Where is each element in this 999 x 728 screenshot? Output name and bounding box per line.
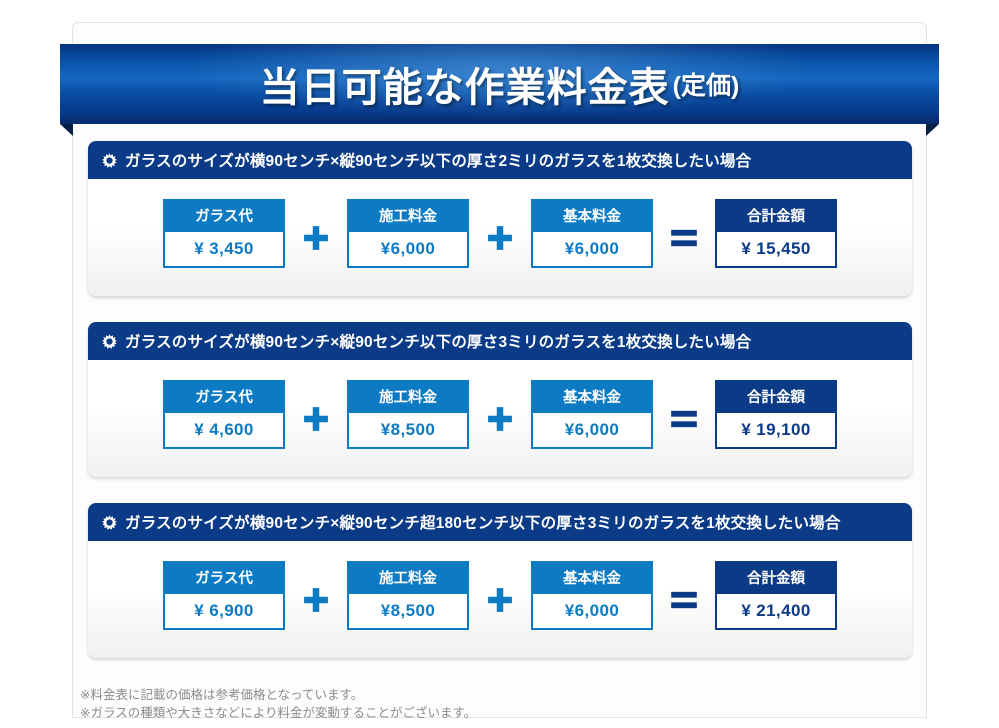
total-item: 合計金額 ¥ 19,100 — [715, 380, 837, 449]
price-item-value: ¥ 3,450 — [163, 232, 285, 268]
rate-card-header: ガラスのサイズが横90センチ×縦90センチ超180センチ以下の厚さ3ミリのガラス… — [88, 503, 912, 541]
plus-icon — [488, 406, 512, 431]
price-item: 基本料金 ¥6,000 — [531, 380, 653, 449]
price-item: ガラス代 ¥ 6,900 — [163, 561, 285, 630]
price-item-value: ¥ 6,900 — [163, 594, 285, 630]
sunburst-icon — [102, 152, 117, 168]
rate-card-heading: ガラスのサイズが横90センチ×縦90センチ以下の厚さ2ミリのガラスを1枚交換した… — [125, 153, 752, 170]
plus-icon — [304, 225, 328, 250]
price-item-value: ¥6,000 — [531, 413, 653, 449]
page-subtitle: (定価) — [672, 72, 740, 100]
ribbon-fold-right — [926, 124, 939, 136]
rate-card-header: ガラスのサイズが横90センチ×縦90センチ以下の厚さ3ミリのガラスを1枚交換した… — [88, 322, 912, 360]
price-item: 施工料金 ¥8,500 — [347, 561, 469, 630]
operator-plus — [285, 579, 347, 613]
price-item-label: 施工料金 — [347, 199, 469, 232]
price-item-label: 基本料金 — [531, 199, 653, 232]
banner-ribbon: 当日可能な作業料金表 (定価) — [60, 44, 939, 136]
sunburst-icon — [102, 514, 117, 530]
price-item-value: ¥8,500 — [347, 413, 469, 449]
price-item-label: ガラス代 — [163, 561, 285, 594]
equals-icon — [671, 591, 697, 608]
operator-equals — [653, 581, 715, 611]
total-item-label: 合計金額 — [715, 199, 837, 232]
price-item-value: ¥6,000 — [347, 232, 469, 268]
plus-icon — [304, 406, 328, 431]
plus-icon — [488, 587, 512, 612]
equals-icon — [671, 229, 697, 246]
operator-equals — [653, 400, 715, 430]
price-item-value: ¥8,500 — [347, 594, 469, 630]
total-item-value: ¥ 15,450 — [715, 232, 837, 268]
operator-plus — [469, 579, 531, 613]
price-item: 基本料金 ¥6,000 — [531, 561, 653, 630]
price-item-label: ガラス代 — [163, 199, 285, 232]
price-item-label: 施工料金 — [347, 380, 469, 413]
rate-card-heading: ガラスのサイズが横90センチ×縦90センチ超180センチ以下の厚さ3ミリのガラス… — [125, 515, 841, 532]
operator-plus — [285, 217, 347, 251]
plus-icon — [304, 587, 328, 612]
total-item-value: ¥ 19,100 — [715, 413, 837, 449]
price-item-value: ¥ 4,600 — [163, 413, 285, 449]
price-item: 施工料金 ¥6,000 — [347, 199, 469, 268]
price-item-label: ガラス代 — [163, 380, 285, 413]
rate-card-body: ガラス代 ¥ 4,600 施工料金 ¥8,500 — [88, 360, 912, 477]
operator-equals — [653, 219, 715, 249]
price-item-label: 施工料金 — [347, 561, 469, 594]
total-item-label: 合計金額 — [715, 561, 837, 594]
total-item-value: ¥ 21,400 — [715, 594, 837, 630]
price-item-value: ¥6,000 — [531, 232, 653, 268]
rate-card-list: ガラスのサイズが横90センチ×縦90センチ以下の厚さ2ミリのガラスを1枚交換した… — [88, 141, 912, 684]
total-item-label: 合計金額 — [715, 380, 837, 413]
operator-plus — [469, 217, 531, 251]
ribbon-fold-left — [60, 124, 73, 136]
rate-card-body: ガラス代 ¥ 3,450 施工料金 ¥6,000 — [88, 179, 912, 296]
rate-card: ガラスのサイズが横90センチ×縦90センチ以下の厚さ3ミリのガラスを1枚交換した… — [88, 322, 912, 477]
price-item: 施工料金 ¥8,500 — [347, 380, 469, 449]
operator-plus — [285, 398, 347, 432]
rate-card: ガラスのサイズが横90センチ×縦90センチ超180センチ以下の厚さ3ミリのガラス… — [88, 503, 912, 658]
footnote-line: ※料金表に記載の価格は参考価格となっています。 — [80, 688, 364, 702]
total-item: 合計金額 ¥ 15,450 — [715, 199, 837, 268]
price-item: ガラス代 ¥ 4,600 — [163, 380, 285, 449]
rate-card-heading: ガラスのサイズが横90センチ×縦90センチ以下の厚さ3ミリのガラスを1枚交換した… — [125, 334, 752, 351]
footnote-line: ※ガラスの種類や大きさなどにより料金が変動することがございます。 — [80, 706, 477, 720]
banner: 当日可能な作業料金表 (定価) — [60, 44, 939, 124]
price-item-label: 基本料金 — [531, 561, 653, 594]
price-item: ガラス代 ¥ 3,450 — [163, 199, 285, 268]
price-item-label: 基本料金 — [531, 380, 653, 413]
page-title: 当日可能な作業料金表 — [259, 66, 670, 110]
price-item-value: ¥6,000 — [531, 594, 653, 630]
equals-icon — [671, 410, 697, 427]
rate-card-header: ガラスのサイズが横90センチ×縦90センチ以下の厚さ2ミリのガラスを1枚交換した… — [88, 141, 912, 179]
operator-plus — [469, 398, 531, 432]
price-item: 基本料金 ¥6,000 — [531, 199, 653, 268]
rate-card-body: ガラス代 ¥ 6,900 施工料金 ¥8,500 — [88, 541, 912, 658]
plus-icon — [488, 225, 512, 250]
total-item: 合計金額 ¥ 21,400 — [715, 561, 837, 630]
rate-card: ガラスのサイズが横90センチ×縦90センチ以下の厚さ2ミリのガラスを1枚交換した… — [88, 141, 912, 296]
sunburst-icon — [102, 333, 117, 349]
footnotes: ※料金表に記載の価格は参考価格となっています。 ※ガラスの種類や大きさなどにより… — [80, 686, 780, 722]
